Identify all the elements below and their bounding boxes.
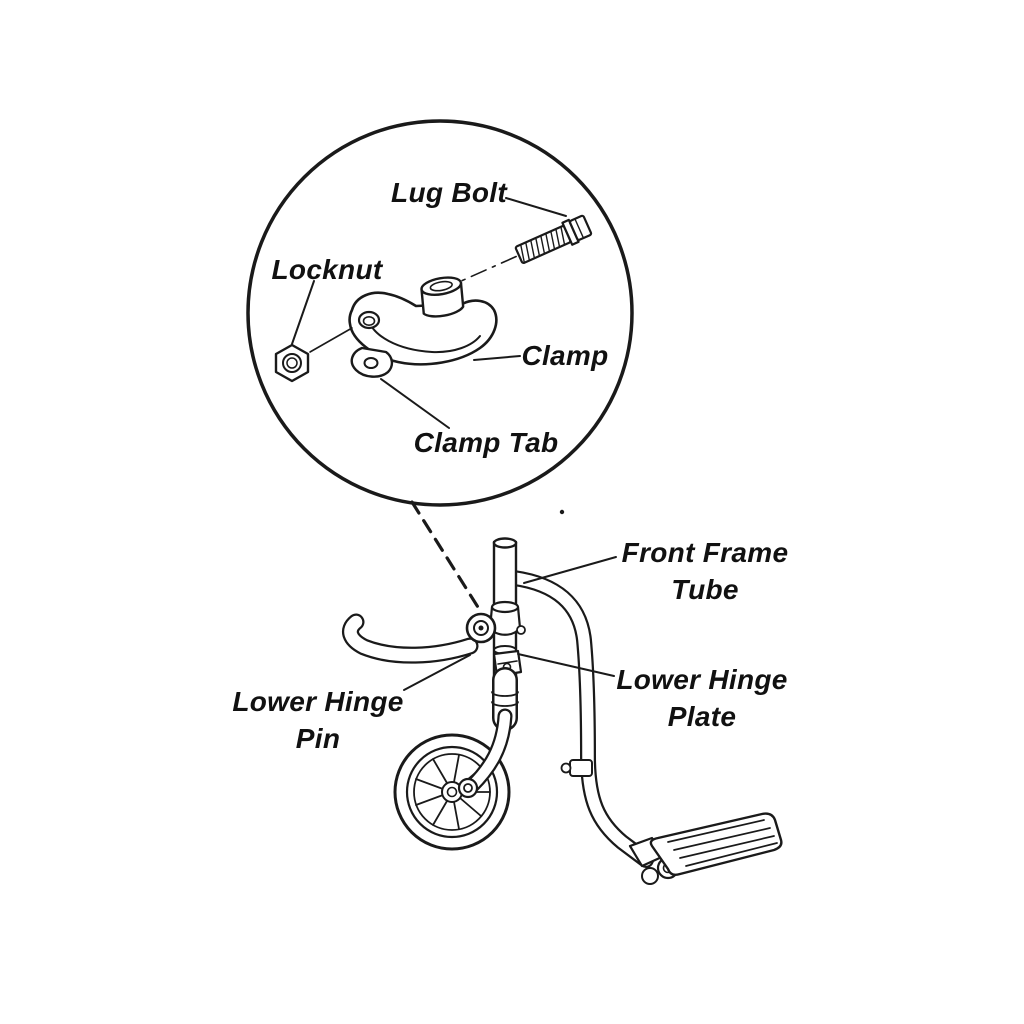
magnifier-circle [246,119,634,507]
caster-fork [457,667,519,799]
front-tube-cap [492,537,518,549]
callout-connector-line [410,500,483,614]
dot-mark [559,509,565,515]
wheel-spokes [415,754,491,830]
clamp-leader [473,355,521,361]
front-frame-tube-leader [523,556,617,584]
footplate-roll-left [641,867,659,885]
clamp-tab-hole [363,357,379,369]
side-tube-collar [569,759,593,777]
clamp-bolt-hole-inner [362,315,376,326]
side-tube-fill [508,572,652,866]
lug-bolt-part [444,214,593,290]
label-clamp-tab: Clamp Tab [413,427,559,458]
wheel-axle-hole [446,786,458,798]
label-lower-hinge-plate: Lower Hinge Plate [616,661,787,735]
label-lower-hinge-pin-line2: Pin [295,723,341,754]
label-lower-hinge-plate-line2: Plate [667,701,737,732]
fork-axle [457,777,479,799]
lug-bolt-leader [505,197,567,217]
footplate-plate [649,812,783,877]
lower-hinge-plate-leader [517,653,615,677]
clamp-tab-part [350,346,394,378]
armrest-fill [344,615,477,662]
locknut-bore [282,353,302,373]
footplate [628,812,783,885]
main-leader-lines [403,556,617,691]
locknut-hex [274,343,310,383]
locknut-leader [291,280,315,345]
fork-stem-band2 [491,701,519,707]
wheel-tire-inner [405,745,499,839]
label-front-frame-tube: Front Frame Tube [622,534,789,608]
frame-side-tube [506,570,654,868]
label-front-frame-tube-line1: Front Frame [621,537,789,568]
clamp-collar [420,276,465,318]
installed-clamp-tab [516,625,526,635]
locknut-axis-line [309,327,353,353]
locknut-part [274,343,310,383]
label-clamp: Clamp [521,340,609,371]
bolt-head-facet [574,218,585,239]
clamp-part [348,276,498,366]
lower-hinge-pin-ring [473,620,489,636]
locknut-thread [286,357,298,369]
fork-stem-band [491,691,519,697]
installed-clamp-collar [490,600,520,614]
wheel-tire [393,733,511,851]
bolt-axis-line [444,255,517,290]
fork-axle-bolt [463,783,473,793]
footplate-ribs [667,819,778,867]
armrest-tube [342,613,479,664]
clamp-tab-leader [380,378,450,429]
label-lower-hinge-pin: Lower Hinge Pin [232,683,403,757]
bolt-knurl-lines [520,226,566,264]
label-lower-hinge-plate-line1: Lower Hinge [616,664,788,695]
fork-blade-fill [466,710,511,792]
label-locknut: Locknut [271,254,383,285]
label-front-frame-tube-line2: Tube [671,574,739,605]
side-tube-collar-bolt [560,762,572,774]
clamp-inner-edge [367,317,481,354]
label-lug-bolt: Lug Bolt [391,177,507,208]
bolt-head [568,214,593,241]
lower-hinge-pin-leader [403,654,471,691]
lower-hinge-pin-center [478,625,484,631]
callout-leader-lines [291,197,567,429]
hinge-assembly [465,600,526,678]
label-lower-hinge-pin-line1: Lower Hinge [232,686,404,717]
